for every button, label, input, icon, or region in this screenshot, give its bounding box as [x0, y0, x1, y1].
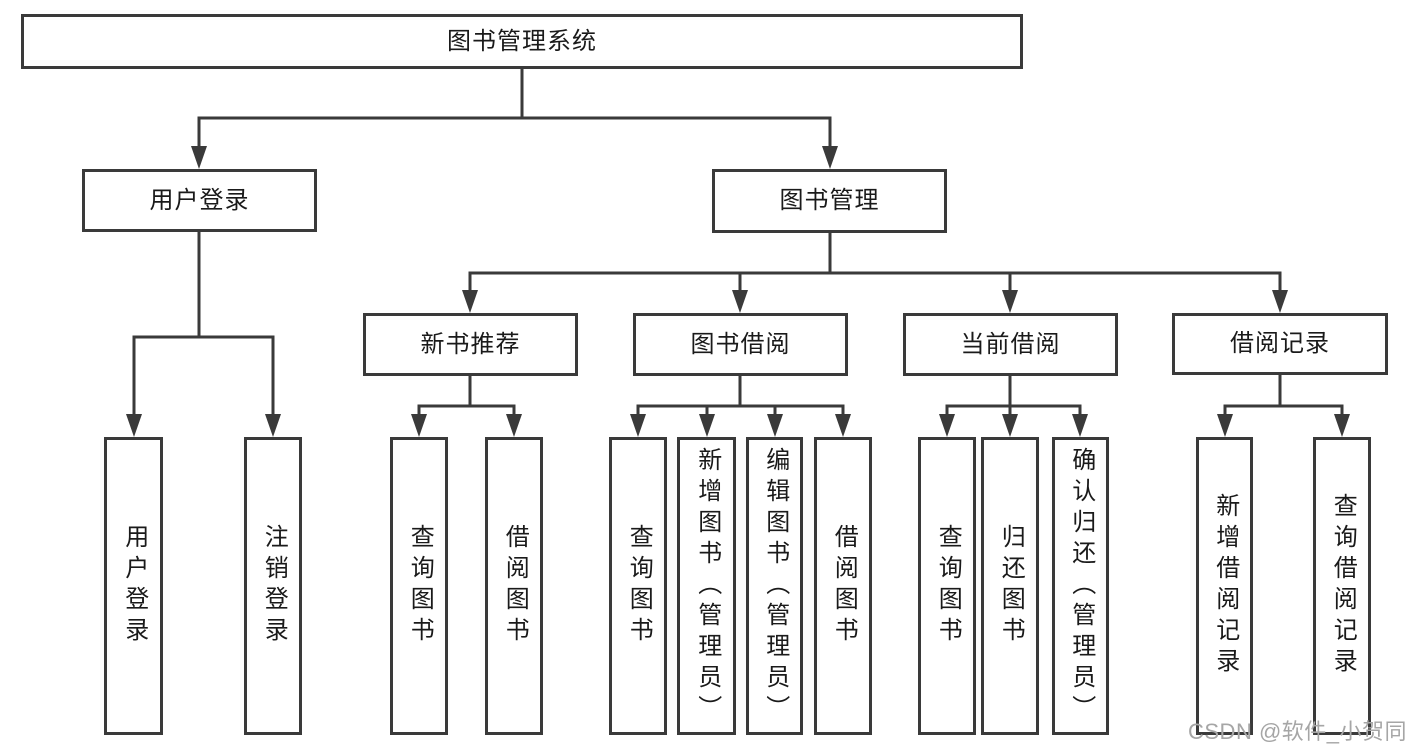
- leaf-borrow-edit-admin: 编辑图书（管理员）: [746, 437, 803, 735]
- leaf-current-query: 查询图书: [918, 437, 976, 735]
- leaf-borrow-book: 借阅图书: [814, 437, 872, 735]
- node-user-login-label: 用户登录: [149, 186, 250, 214]
- leaf-borrow-add-admin-label: 新增图书（管理员）: [693, 446, 721, 726]
- leaf-user-login: 用户登录: [104, 437, 163, 735]
- leaf-newbook-query-label: 查询图书: [406, 524, 434, 648]
- edges-book-mgmt-to-level3: [462, 231, 1288, 313]
- edges-root-to-level2: [191, 67, 838, 169]
- node-book-borrow: 图书借阅: [633, 313, 848, 376]
- csdn-watermark: CSDN @软件_小贺同学: [1188, 719, 1405, 744]
- leaf-records-query-label: 查询借阅记录: [1329, 493, 1357, 679]
- node-current-borrow-label: 当前借阅: [960, 330, 1061, 358]
- leaf-records-query: 查询借阅记录: [1313, 437, 1371, 735]
- node-borrow-records-label: 借阅记录: [1230, 330, 1330, 357]
- leaf-borrow-edit-admin-label: 编辑图书（管理员）: [761, 446, 789, 726]
- leaf-records-add: 新增借阅记录: [1196, 437, 1253, 735]
- leaf-current-return-label: 归还图书: [997, 524, 1025, 648]
- leaf-logout-label: 注销登录: [260, 524, 288, 648]
- leaf-logout: 注销登录: [244, 437, 302, 735]
- node-system-root-label: 图书管理系统: [447, 27, 597, 55]
- node-borrow-records: 借阅记录: [1172, 313, 1388, 375]
- node-book-management-label: 图书管理: [779, 187, 880, 214]
- leaf-borrow-query-label: 查询图书: [625, 524, 653, 648]
- node-user-login: 用户登录: [82, 169, 317, 232]
- edges-user-login-to-leaves: [126, 230, 281, 437]
- node-book-borrow-label: 图书借阅: [690, 330, 791, 358]
- edges-new-book-to-leaves: [411, 374, 522, 437]
- node-book-management: 图书管理: [712, 169, 947, 233]
- node-new-book-recommend-label: 新书推荐: [420, 330, 521, 358]
- node-system-root: 图书管理系统: [21, 14, 1023, 69]
- node-current-borrow: 当前借阅: [903, 313, 1118, 376]
- leaf-records-add-label: 新增借阅记录: [1211, 493, 1239, 679]
- edges-borrow-records-to-leaves: [1217, 373, 1350, 437]
- edges-current-borrow-to-leaves: [939, 374, 1088, 437]
- leaf-newbook-query: 查询图书: [390, 437, 448, 735]
- leaf-borrow-add-admin: 新增图书（管理员）: [677, 437, 736, 735]
- leaf-borrow-query: 查询图书: [609, 437, 667, 735]
- leaf-newbook-borrow: 借阅图书: [485, 437, 543, 735]
- leaf-current-confirm-admin-label: 确认归还（管理员）: [1067, 446, 1095, 726]
- leaf-current-confirm-admin: 确认归还（管理员）: [1052, 437, 1109, 735]
- leaf-current-query-label: 查询图书: [934, 524, 962, 648]
- edges-book-borrow-to-leaves: [630, 374, 851, 437]
- leaf-current-return: 归还图书: [981, 437, 1039, 735]
- leaf-borrow-book-label: 借阅图书: [830, 524, 858, 648]
- leaf-user-login-label: 用户登录: [120, 524, 148, 648]
- leaf-newbook-borrow-label: 借阅图书: [501, 524, 529, 648]
- node-new-book-recommend: 新书推荐: [363, 313, 578, 376]
